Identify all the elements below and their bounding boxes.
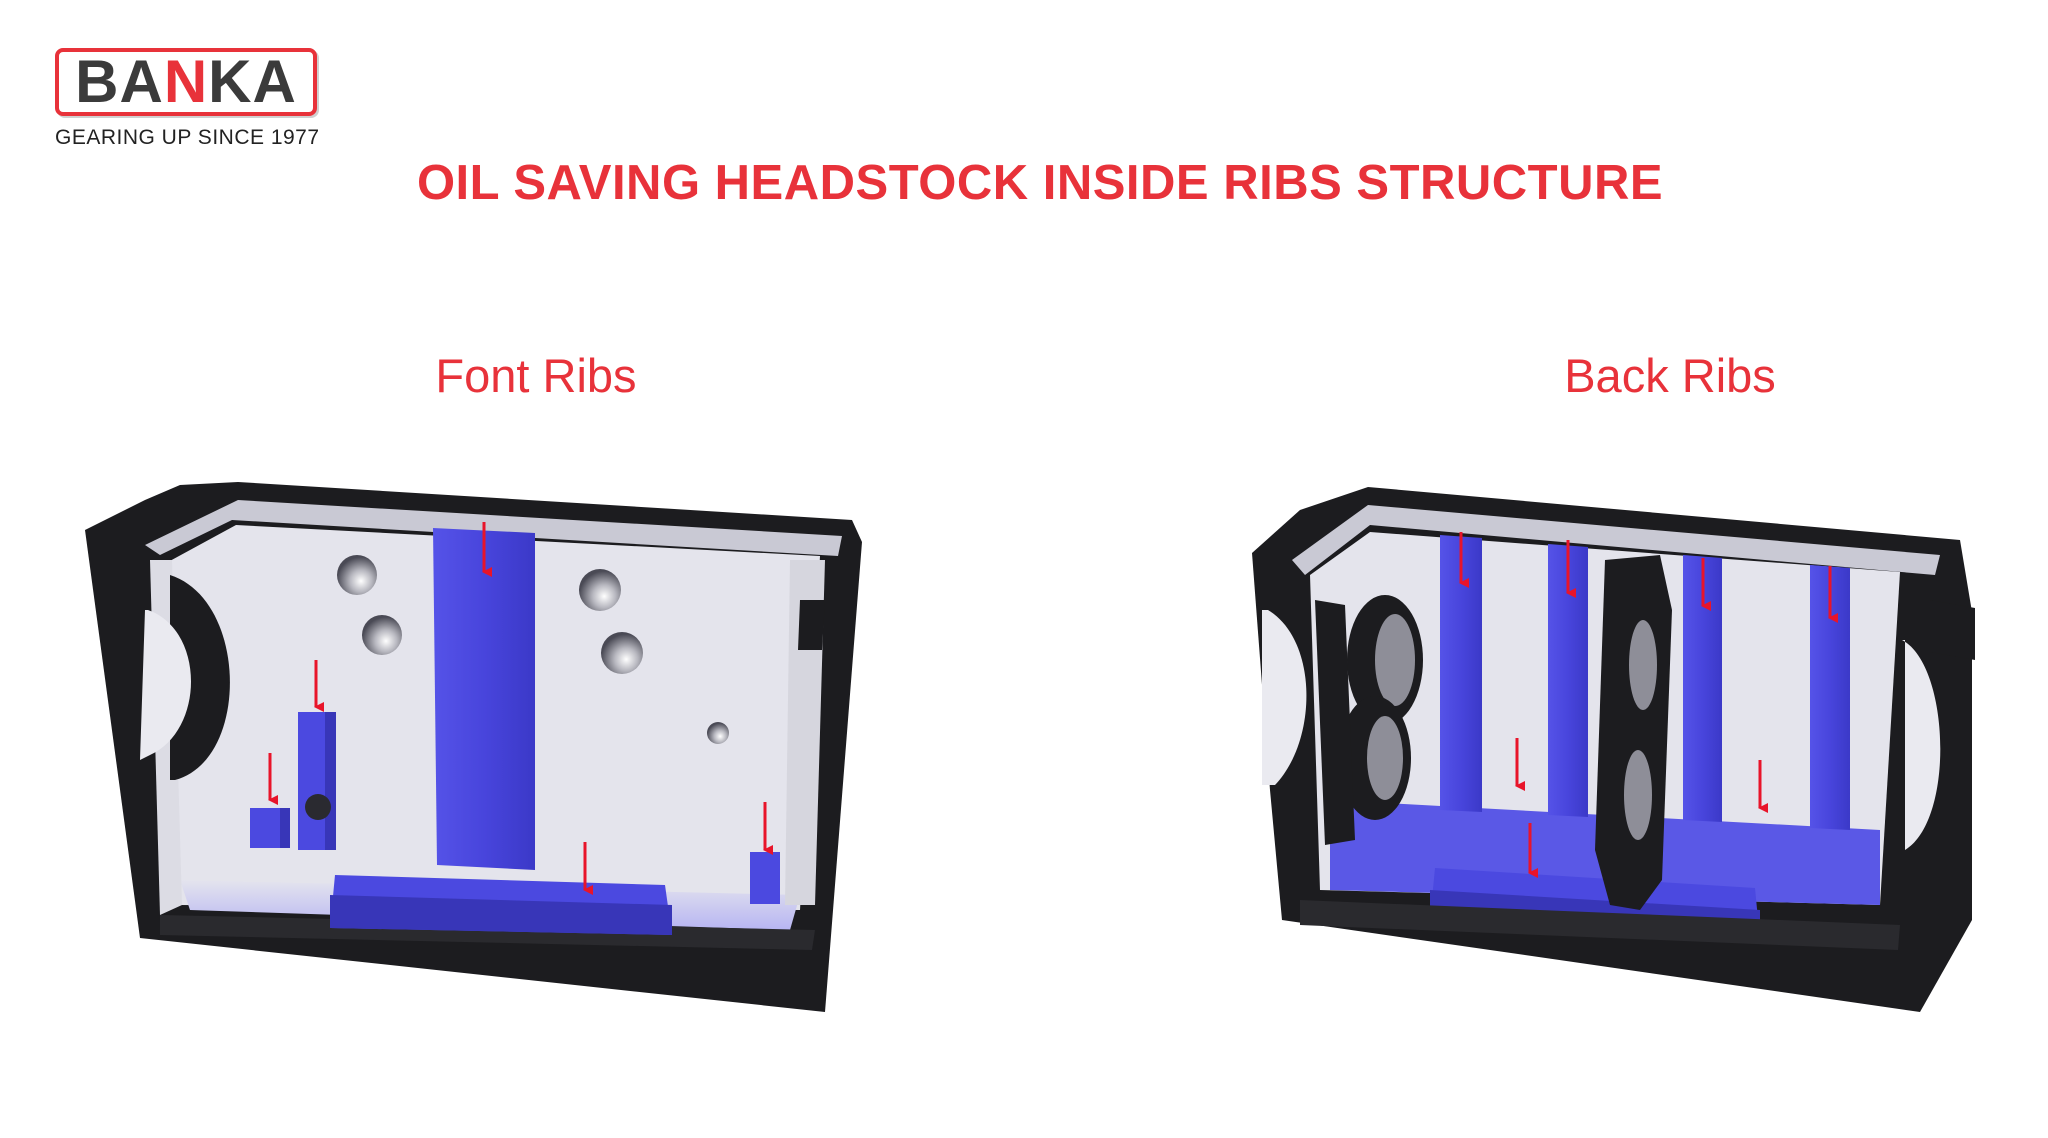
hole [305,794,331,820]
divider-plate [1595,555,1672,910]
back-rib [1440,535,1482,812]
front-ribs-model [85,482,862,1012]
banka-logo: BANKA GEARING UP SINCE 1977 [55,48,335,150]
logo-box: BANKA [55,48,317,116]
back-rib [1683,555,1722,822]
back-ribs-model [1252,487,1975,1012]
front-right-block [750,852,780,904]
hole [601,632,643,674]
page-title: OIL SAVING HEADSTOCK INSIDE RIBS STRUCTU… [416,156,1664,210]
hole [362,615,402,655]
hole [707,722,729,744]
logo-wordmark: BANKA [75,48,297,115]
hole [579,569,621,611]
hole [337,555,377,595]
back-rib [1810,565,1850,830]
front-central-rib [433,528,535,870]
logo-tagline: GEARING UP SINCE 1977 [55,126,320,149]
back-rib [1548,544,1588,817]
back-ribs-label: Back Ribs [1564,349,1776,402]
front-ribs-label: Font Ribs [435,349,637,402]
